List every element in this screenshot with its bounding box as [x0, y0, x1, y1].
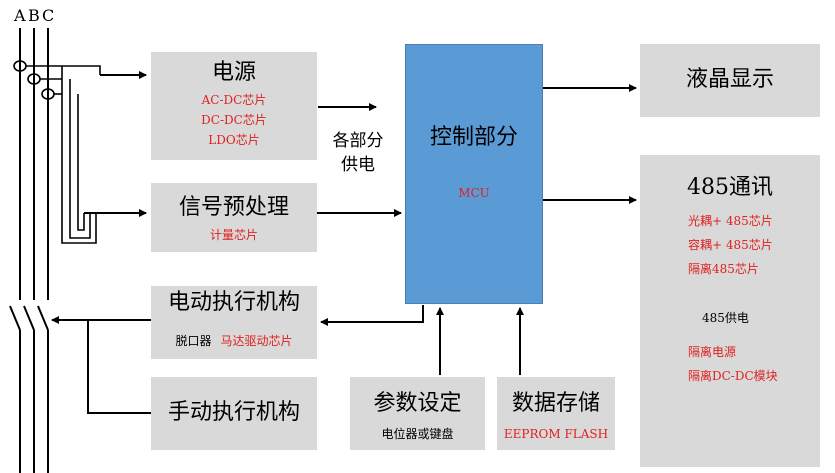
power-chip-dc-dc: DC-DC芯片 [201, 113, 267, 127]
supply-note-line1: 各部分 [332, 131, 384, 151]
manual-actuator-link [87, 320, 151, 414]
params-sub: 电位器或键盘 [381, 427, 454, 441]
params-title: 参数设定 [373, 391, 462, 416]
lcd-display-box: 液晶显示 [640, 44, 820, 117]
phase-label-b: B [28, 6, 40, 25]
breaker-contact-a [9, 305, 21, 331]
rs485-comm-box: 485通讯 光耦+ 485芯片 容耦+ 485芯片 隔离485芯片 485供电 … [640, 155, 820, 467]
actuator-part-motor-driver: 马达驱动芯片 [220, 334, 293, 348]
signal-preprocess-box: 信号预处理 计量芯片 [151, 183, 317, 252]
comm-power-isolated-supply: 隔离电源 [688, 345, 737, 359]
breaker-contact-b [23, 305, 35, 331]
parameter-setting-box: 参数设定 电位器或键盘 [350, 377, 485, 450]
actuator-part-trip: 脱口器 [175, 334, 212, 348]
control-unit-box: 控制部分 MCU [405, 44, 543, 304]
data-storage-box: 数据存储 EEPROM FLASH [497, 377, 615, 450]
comm-chip-isolated: 隔离485芯片 [688, 262, 759, 276]
power-chip-ldo: LDO芯片 [208, 133, 260, 147]
power-supply-box: 电源 AC-DC芯片 DC-DC芯片 LDO芯片 [151, 52, 317, 160]
control-title: 控制部分 [429, 125, 518, 150]
storage-sub: EEPROM FLASH [503, 427, 609, 441]
supply-note-line2: 供电 [341, 155, 375, 175]
breaker-contact-c [37, 305, 49, 331]
comm-power-label: 485供电 [702, 311, 749, 325]
storage-title: 数据存储 [511, 391, 600, 416]
comm-title: 485通讯 [687, 175, 773, 200]
comm-chip-optocoupler: 光耦+ 485芯片 [688, 214, 773, 228]
manual-title: 手动执行机构 [167, 400, 300, 425]
actuator-title: 电动执行机构 [167, 290, 300, 315]
comm-power-isolated-dcdc: 隔离DC-DC模块 [688, 369, 778, 383]
electric-actuator-box: 电动执行机构 脱口器 马达驱动芯片 [151, 286, 317, 359]
mcu-chip: MCU [458, 186, 490, 200]
phase-label-c: C [42, 6, 55, 25]
phase-label-a: A [14, 6, 26, 25]
signal-title: 信号预处理 [178, 195, 289, 220]
mcu-to-actuator-arrow [320, 305, 424, 326]
actuator-parts: 脱口器 马达驱动芯片 [151, 332, 317, 348]
lcd-title: 液晶显示 [685, 67, 774, 92]
comm-chip-capacitive: 容耦+ 485芯片 [688, 238, 773, 252]
power-chip-ac-dc: AC-DC芯片 [201, 93, 267, 107]
manual-actuator-box: 手动执行机构 [151, 377, 317, 450]
power-title: 电源 [211, 60, 256, 85]
signal-chip: 计量芯片 [209, 228, 258, 242]
